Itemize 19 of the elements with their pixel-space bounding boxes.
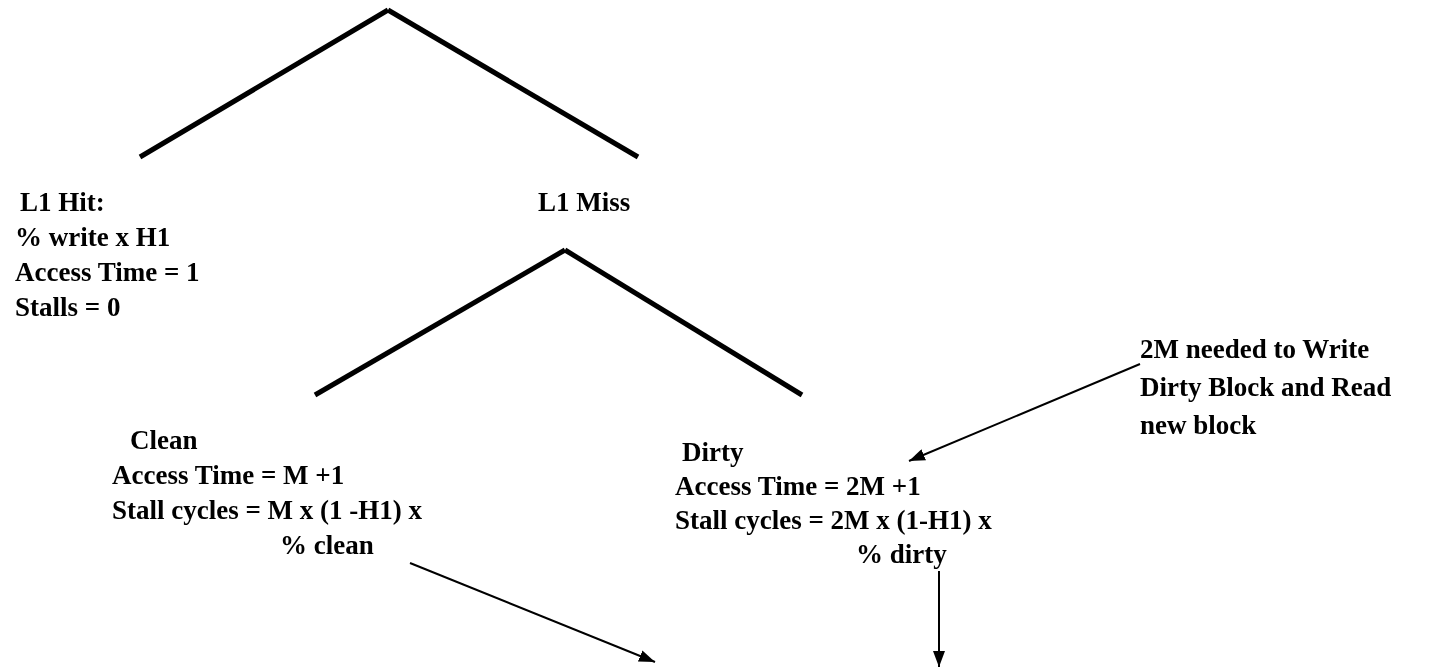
tree-branch-line (313, 247, 567, 398)
formula-text: Stalls = 0 (15, 291, 122, 324)
formula-text: Stall cycles = 2M x (1-H1) x % dirty (675, 504, 993, 571)
tree-branch-line (563, 247, 804, 398)
heading-text: Clean (129, 424, 199, 457)
tree-branch-line (386, 7, 640, 160)
arrow (933, 570, 945, 668)
arrow (908, 363, 1141, 462)
heading-text: L1 Hit: (19, 186, 106, 219)
note-text: 2M needed to Write Dirty Block and Read new block (1140, 333, 1393, 442)
formula-text: Access Time = M +1 (112, 459, 346, 492)
heading-text: L1 Miss (537, 186, 632, 219)
formula-text: % write x H1 (15, 221, 172, 254)
formula-text: Stall cycles = M x (1 -H1) x % clean (112, 494, 424, 562)
arrow (409, 562, 656, 663)
formula-text: Access Time = 1 (15, 256, 201, 289)
formula-text: Access Time = 2M +1 (675, 470, 922, 503)
heading-text: Dirty (681, 436, 745, 469)
tree-branch-line (138, 7, 390, 160)
